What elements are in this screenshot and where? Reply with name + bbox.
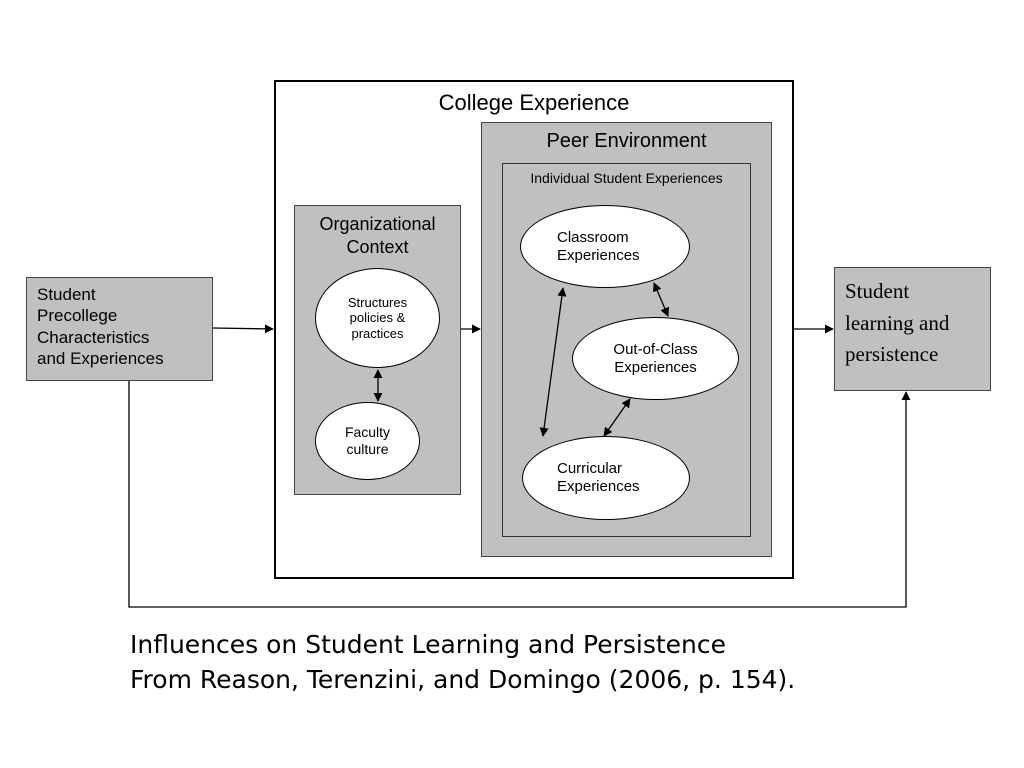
faculty-culture-ellipse: Faculty culture: [315, 402, 420, 480]
curricular-ellipse: Curricular Experiences: [522, 436, 690, 520]
peer-environment-title: Peer Environment: [546, 130, 707, 152]
out-of-class-line: Experiences: [614, 358, 697, 376]
student-precollege-box: Student Precollege Characteristics and E…: [26, 277, 213, 381]
arrow-precollege-to-college: [212, 324, 274, 334]
organizational-context-title: Organizational Context: [295, 213, 460, 258]
curricular-line: Experiences: [557, 478, 640, 495]
classroom-line: Classroom: [557, 228, 629, 246]
org-title-line: Organizational: [319, 214, 436, 234]
individual-experiences-title: Individual Student Experiences: [530, 170, 723, 186]
out-of-class-ellipse: Out-of-Class Experiences: [572, 317, 739, 400]
structures-line: policies &: [349, 310, 406, 326]
faculty-line: Faculty: [344, 424, 391, 441]
classroom-ellipse: Classroom Experiences: [520, 205, 690, 288]
faculty-line: culture: [346, 441, 389, 457]
outcome-line: Student: [845, 279, 910, 303]
caption-line-1: Influences on Student Learning and Persi…: [130, 630, 727, 659]
outcome-line: persistence: [845, 342, 939, 366]
out-of-class-line: Out-of-Class: [613, 340, 698, 358]
curricular-line: Curricular: [557, 460, 623, 477]
structures-line: Structures: [347, 294, 408, 310]
caption: Influences on Student Learning and Persi…: [130, 628, 990, 697]
college-experience-title: College Experience: [438, 90, 630, 115]
precollege-line: Student: [37, 285, 96, 304]
student-outcome-box: Student learning and persistence: [834, 267, 991, 391]
precollege-line: Characteristics: [37, 327, 150, 347]
classroom-line: Experiences: [557, 246, 640, 264]
outcome-line: learning and: [845, 310, 950, 335]
structures-line: practices: [351, 325, 404, 341]
caption-line-2: From Reason, Terenzini, and Domingo (200…: [130, 664, 796, 694]
precollege-line: and Experiences: [37, 348, 164, 368]
precollege-line: Precollege: [37, 306, 118, 326]
org-title-line: Context: [346, 236, 409, 257]
structures-ellipse: Structures policies & practices: [315, 268, 440, 368]
